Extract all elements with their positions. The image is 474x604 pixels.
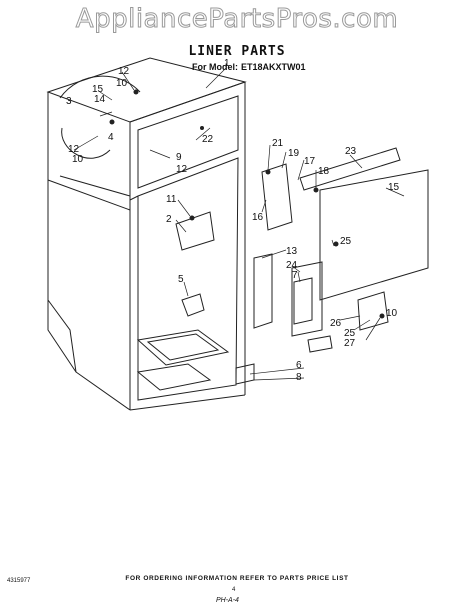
callout-number: 2 [166,214,172,225]
cabinet-left-wall [47,92,77,373]
callout-number: 12 [68,144,80,155]
callout-number: 10 [116,78,128,89]
bottom-step [47,299,131,411]
callout-number: 15 [388,182,400,193]
tubing-heater [61,127,111,159]
leader-lines [73,67,405,381]
handwritten-signature: PH-A-4 [216,597,239,604]
callout-number: 11 [166,194,177,205]
callout-number: 24 [286,260,298,271]
lower-pan-outline [136,363,212,391]
callout-number: 1 [224,58,230,69]
freezer-liner-inner [137,95,239,189]
callout-number: 22 [202,134,214,145]
fastener-screw-6 [313,187,319,193]
callout-number: 21 [272,138,284,149]
callout-number: 16 [252,212,264,223]
model-prefix: For Model: [192,62,238,72]
duct-part-13 [253,253,273,329]
callout-number: 18 [318,166,330,177]
callout-number: 27 [344,338,356,349]
light-socket-assembly [175,211,215,251]
diagram-title: LINER PARTS [188,44,286,59]
fastener-screw-7 [333,241,339,247]
cabinet-front-frame [129,81,246,411]
callout-number: 12 [176,164,188,175]
fastener-screw-8 [379,313,385,319]
callout-number: 6 [296,360,302,371]
fastener-screw-1 [133,89,139,95]
callout-number: 10 [386,308,398,319]
fresh-food-liner-inner [137,157,239,401]
shelf-support-6 [307,335,333,353]
tubing-left [59,75,141,99]
callout-number: 25 [340,236,352,247]
callout-number: 3 [66,96,72,107]
ordering-note: FOR ORDERING INFORMATION REFER TO PARTS … [125,575,349,582]
callout-number: 9 [176,152,182,163]
thermostat-control [181,293,205,317]
cabinet-top-face [46,57,247,123]
duct-part-24 [291,261,323,337]
callout-number: 4 [108,132,114,143]
callout-number: 15 [92,84,104,95]
callout-number: 17 [304,156,316,167]
callout-number: 25 [344,328,356,339]
callout-number: 14 [94,94,106,105]
fastener-screw-3 [200,126,204,130]
document-number: 4315977 [7,578,31,584]
callout-number: 19 [288,148,300,159]
fastener-screw-5 [265,169,271,175]
callout-number: 10 [72,154,84,165]
crisper-pan-inner [146,333,220,361]
crisper-pan-outline [136,329,230,366]
callout-number: 13 [286,246,298,257]
callout-number: 5 [178,274,184,285]
callout-number: 12 [118,66,130,77]
baffle-part-7 [293,277,313,325]
bracket-part-26 [357,291,389,331]
model-number: ET18AKXTW01 [241,62,306,72]
evaporator-cover-panel [319,169,429,301]
page-number: 4 [232,587,236,593]
mullion-edge [129,195,139,201]
watermark-logo-text: AppliancePartsPros.com [75,4,399,35]
callout-number: 26 [330,318,342,329]
fastener-screw-4 [189,215,195,221]
fastener-screw-2 [109,119,115,125]
fan-motor-bracket [261,163,293,231]
evaporator-top-channel [299,147,401,191]
model-line: For Model:ET18AKXTW01 [192,62,309,72]
freezer-divider [47,175,131,211]
callout-number: 8 [296,372,302,383]
callout-number: 7 [292,270,298,281]
callout-number: 23 [345,146,357,157]
